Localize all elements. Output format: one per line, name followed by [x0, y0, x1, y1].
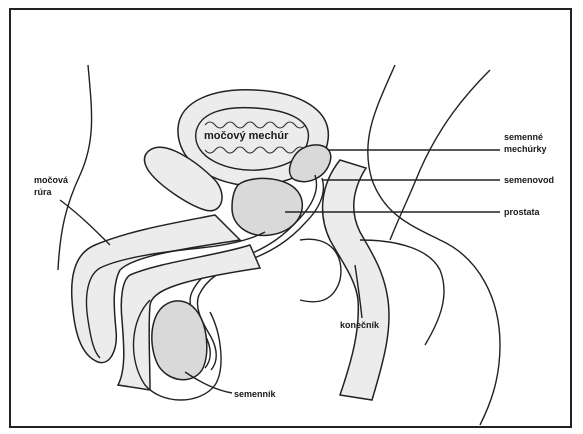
body-outline-back — [368, 65, 500, 425]
label-urethra-2: rúra — [34, 187, 53, 197]
testis-shape — [152, 301, 207, 380]
body-outline-front — [58, 65, 92, 270]
label-testis: semenník — [234, 389, 277, 399]
label-seminal-vesicles-2: mechúrky — [504, 144, 547, 154]
label-prostate: prostata — [504, 207, 541, 217]
label-seminal-vesicles-1: semenné — [504, 132, 543, 142]
label-bladder: močový mechúr — [204, 130, 289, 142]
sacrum-outline — [390, 70, 490, 240]
label-rectum: konečník — [340, 320, 380, 330]
label-vas-deferens: semenovod — [504, 175, 554, 185]
label-urethra-1: močová — [34, 175, 69, 185]
leader-urethra — [60, 200, 110, 245]
